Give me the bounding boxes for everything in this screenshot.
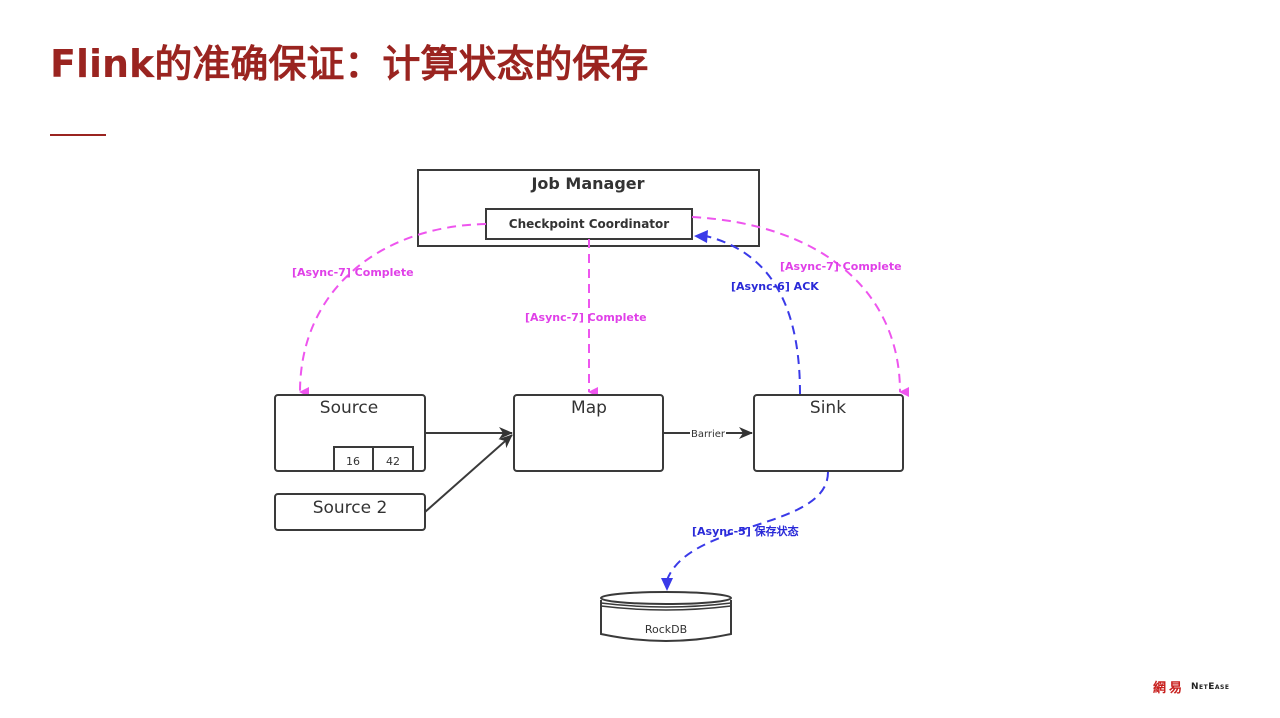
source2-label: Source 2 xyxy=(313,498,388,518)
complete-to-source-edge xyxy=(299,223,487,398)
title-underline xyxy=(50,134,106,136)
map-label: Map xyxy=(571,398,607,418)
rockdb-node: RockDB xyxy=(600,591,732,642)
slide-title: Flink的准确保证：计算状态的保存 xyxy=(50,42,649,86)
complete-to-sink-edge xyxy=(691,216,910,397)
save-state-arrowhead xyxy=(661,578,673,591)
logo-english: NetEase xyxy=(1191,681,1230,692)
sink-node: Sink xyxy=(753,394,904,472)
netease-logo: 網易 NetEase xyxy=(1153,677,1229,696)
complete-to-map-label: [Async-7] Complete xyxy=(525,311,647,324)
state-cell: 16 xyxy=(346,455,360,468)
checkpoint-coordinator-label: Checkpoint Coordinator xyxy=(509,217,670,231)
source2-to-map-edge xyxy=(424,434,513,513)
save-state-edge xyxy=(666,471,829,581)
barrier-label: Barrier xyxy=(691,429,726,440)
source2-node: Source 2 xyxy=(274,493,426,531)
source-label: Source xyxy=(320,398,378,418)
complete-to-source-label: [Async-7] Complete xyxy=(292,266,414,279)
source-node: Source 16 42 xyxy=(274,394,426,472)
ack-arrowhead xyxy=(694,230,708,243)
job-manager-label: Job Manager xyxy=(530,174,644,193)
complete-to-sink-label: [Async-7] Complete xyxy=(780,260,902,273)
ack-edge xyxy=(705,235,801,395)
state-cell: 42 xyxy=(386,455,400,468)
sink-label: Sink xyxy=(810,398,846,418)
checkpoint-coordinator-node: Checkpoint Coordinator xyxy=(485,208,693,240)
ack-label: [Async-6] ACK xyxy=(731,280,819,293)
logo-chinese: 網易 xyxy=(1153,681,1186,696)
map-node: Map xyxy=(513,394,664,472)
save-state-label: [Async-5] 保存状态 xyxy=(692,524,799,538)
rockdb-label: RockDB xyxy=(645,623,687,636)
